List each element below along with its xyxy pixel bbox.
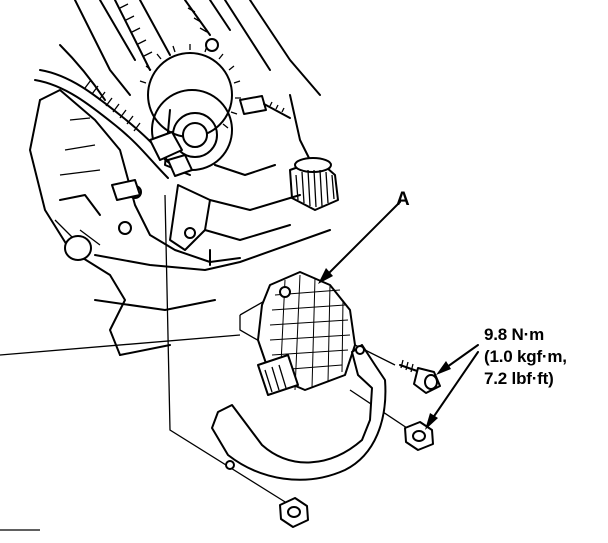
torque-line-2: (1.0 kgf·m, <box>484 347 567 366</box>
block-bolts <box>111 38 291 235</box>
crankshaft-pulley <box>139 44 276 176</box>
callout-label-a: A <box>396 189 410 210</box>
flange-nut-bottom <box>279 497 309 528</box>
timing-belt <box>114 0 231 71</box>
flange-bolt <box>399 359 441 394</box>
engine-block <box>0 0 331 531</box>
curved-bracket <box>211 344 387 481</box>
leader-arrows <box>318 201 479 430</box>
sensor-connector <box>289 157 339 211</box>
mounting-bracket <box>169 184 301 266</box>
torque-line-1: 9.8 N·m <box>484 325 544 344</box>
torque-line-3: 7.2 lbf·ft) <box>484 369 554 388</box>
part-a-sensor-module <box>257 271 356 396</box>
wire-harness <box>34 44 193 179</box>
torque-specification: 9.8 N·m (1.0 kgf·m, 7.2 lbf·ft) <box>484 325 567 388</box>
